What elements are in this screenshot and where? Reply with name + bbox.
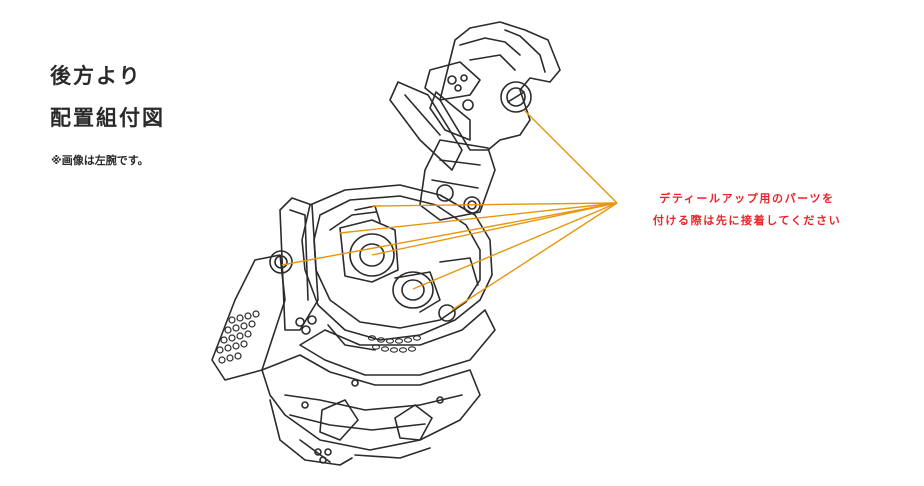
heading-line-1: 後方より bbox=[50, 64, 142, 88]
leader-lines bbox=[281, 109, 618, 311]
arm-line-art bbox=[211, 21, 561, 466]
heading-line-2: 配置組付図 bbox=[50, 106, 165, 130]
note-text: ※画像は左腕です。 bbox=[51, 154, 149, 167]
leader-line-cylinder bbox=[371, 202, 618, 256]
leader-line-rail bbox=[281, 202, 618, 266]
leader-line-knob bbox=[451, 202, 618, 311]
leader-line-left-slot bbox=[339, 202, 618, 234]
leader-line-top bbox=[371, 202, 618, 207]
leader-line-hand bbox=[523, 109, 618, 204]
callout-line-1: デティールアップ用のパーツを bbox=[659, 192, 835, 205]
leader-line-cylinder-2 bbox=[412, 202, 618, 290]
callout-line-2: 付ける際は先に接着してください bbox=[652, 214, 842, 227]
